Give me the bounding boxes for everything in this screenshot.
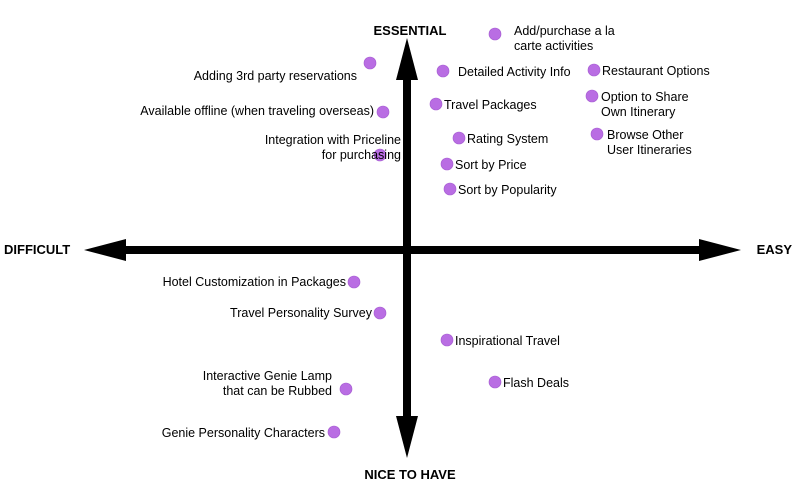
feature-label-line: Genie Personality Characters: [162, 426, 325, 440]
feature-dot: [363, 56, 377, 70]
feature-label: Hotel Customization in Packages: [163, 275, 346, 289]
feature-label-line: Inspirational Travel: [455, 334, 560, 348]
feature-item-hotel-customization: Hotel Customization in Packages: [163, 275, 361, 289]
axis-label-difficult: DIFFICULT: [4, 242, 70, 257]
arrow-down-icon: [396, 416, 418, 458]
axes: [84, 38, 741, 458]
feature-item-available-offline: Available offline (when traveling overse…: [140, 104, 390, 119]
feature-label-line: Restaurant Options: [602, 64, 710, 78]
arrow-left-icon: [84, 239, 126, 261]
feature-item-sort-by-price: Sort by Price: [440, 157, 527, 172]
feature-label: Available offline (when traveling overse…: [140, 104, 374, 118]
feature-item-rating-system: Rating System: [452, 131, 548, 146]
feature-dot: [373, 148, 387, 162]
feature-label-line: Travel Packages: [444, 98, 537, 112]
feature-label: Sort by Popularity: [458, 183, 557, 197]
feature-label-line: Browse Other: [607, 128, 683, 142]
feature-label-line: Add/purchase a la: [514, 24, 615, 38]
feature-label-line: Flash Deals: [503, 376, 569, 390]
feature-label: Inspirational Travel: [455, 334, 560, 348]
feature-item-detailed-activity-info: Detailed Activity Info: [436, 64, 571, 79]
feature-label-line: Rating System: [467, 132, 548, 146]
feature-label-line: User Itineraries: [607, 143, 692, 157]
feature-item-sort-by-popularity: Sort by Popularity: [443, 182, 557, 197]
feature-dot: [436, 64, 450, 78]
feature-label-line: Sort by Price: [455, 158, 527, 172]
feature-label-line: Travel Personality Survey: [230, 306, 373, 320]
feature-label-line: Hotel Customization in Packages: [163, 275, 346, 289]
feature-label-line: Sort by Popularity: [458, 183, 557, 197]
feature-label-line: carte activities: [514, 39, 593, 53]
feature-dot: [443, 182, 457, 196]
feature-dot: [376, 105, 390, 119]
feature-dot: [452, 131, 466, 145]
feature-item-restaurant-options: Restaurant Options: [587, 63, 710, 78]
feature-dot: [585, 89, 599, 103]
feature-dot: [488, 375, 502, 389]
feature-dot: [429, 97, 443, 111]
feature-label-line: Option to Share: [601, 90, 689, 104]
feature-item-genie-personality-characters: Genie Personality Characters: [162, 425, 341, 440]
feature-label-line: Detailed Activity Info: [458, 65, 571, 79]
feature-label: Detailed Activity Info: [458, 65, 571, 79]
arrow-up-icon: [396, 38, 418, 80]
feature-label-line: Adding 3rd party reservations: [194, 69, 357, 83]
feature-dot: [347, 275, 361, 289]
feature-label: Sort by Price: [455, 158, 527, 172]
feature-dot: [587, 63, 601, 77]
feature-item-travel-personality-survey: Travel Personality Survey: [230, 306, 387, 320]
feature-label: Rating System: [467, 132, 548, 146]
feature-label: Travel Personality Survey: [230, 306, 373, 320]
feature-label: Genie Personality Characters: [162, 426, 325, 440]
feature-label: Travel Packages: [444, 98, 537, 112]
axis-label-nice-to-have: NICE TO HAVE: [364, 467, 456, 482]
feature-dot: [327, 425, 341, 439]
feature-label-line: Own Itinerary: [601, 105, 676, 119]
arrow-right-icon: [699, 239, 741, 261]
feature-label: Restaurant Options: [602, 64, 710, 78]
feature-item-travel-packages: Travel Packages: [429, 97, 537, 112]
feature-label-line: Available offline (when traveling overse…: [140, 104, 374, 118]
feature-dot: [488, 27, 502, 41]
axis-label-essential: ESSENTIAL: [374, 23, 447, 38]
feature-item-inspirational-travel: Inspirational Travel: [440, 333, 560, 348]
feature-label-line: for purchasing: [322, 148, 401, 162]
feature-label-line: Integration with Priceline: [265, 133, 401, 147]
feature-item-flash-deals: Flash Deals: [488, 375, 569, 390]
feature-dot: [373, 306, 387, 320]
feature-label: Flash Deals: [503, 376, 569, 390]
feature-dot: [440, 157, 454, 171]
feature-dot: [440, 333, 454, 347]
feature-label-line: Interactive Genie Lamp: [203, 369, 332, 383]
feature-label: Adding 3rd party reservations: [194, 69, 357, 83]
feature-dot: [590, 127, 604, 141]
horizontal-axis-shaft: [112, 246, 712, 254]
feature-label-line: that can be Rubbed: [223, 384, 332, 398]
feature-item-adding-3rd-party-reservations: Adding 3rd party reservations: [194, 56, 377, 83]
axis-label-easy: EASY: [757, 242, 793, 257]
feature-dot: [339, 382, 353, 396]
